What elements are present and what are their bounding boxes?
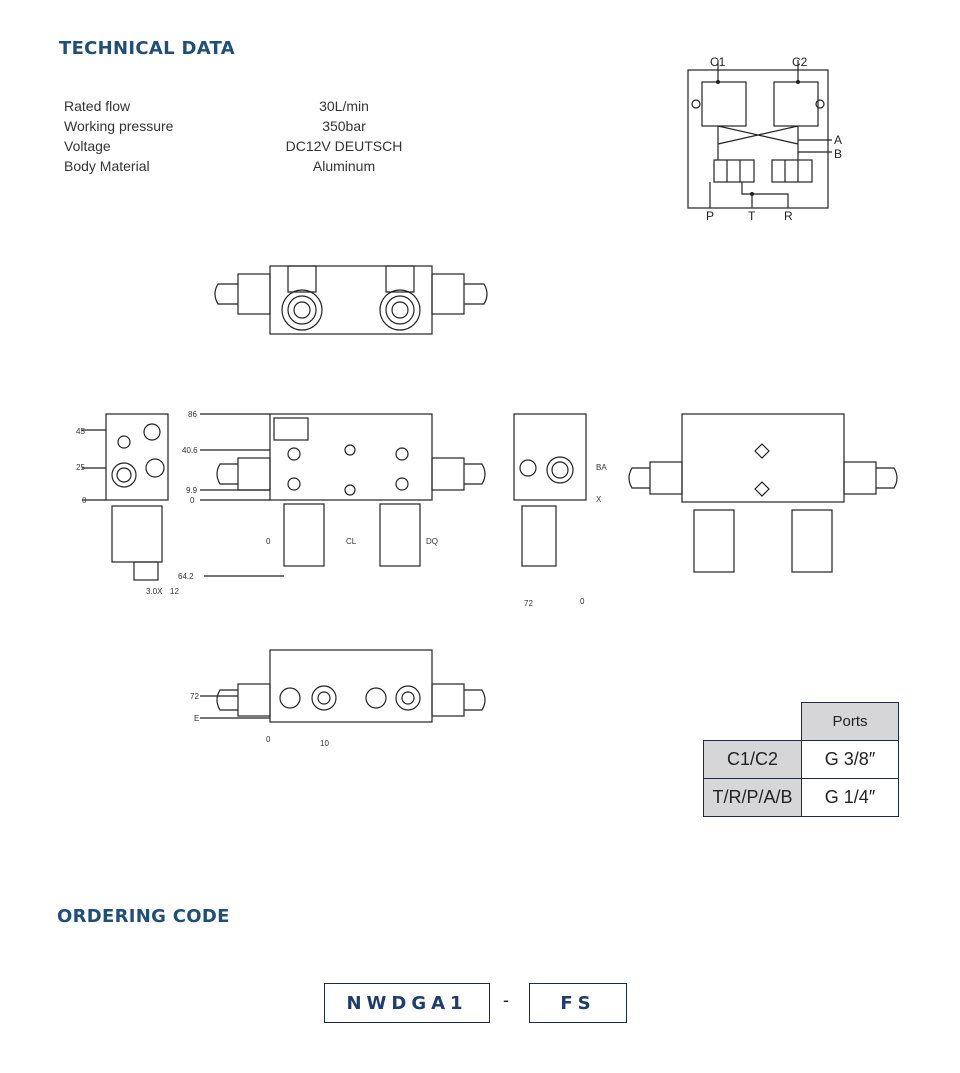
spec-row: Body Material Aluminum [64,156,414,176]
dim-label: 9.9 [186,486,198,495]
spec-label: Working pressure [64,118,174,134]
dim-label: 0 [580,597,585,606]
ports-table-corner [704,703,802,741]
dim-label: 72 [524,599,533,608]
dim-label: 10 [320,739,329,748]
ports-row-value: G 1/4″ [801,778,899,817]
spec-value: DC12V DEUTSCH [285,138,403,154]
ports-header: Ports [801,702,899,741]
spec-value: 350bar [322,118,366,134]
ports-row-label: T/R/P/A/B [703,778,802,817]
dim-label: BA [596,463,607,472]
ports-row-label: C1/C2 [703,740,802,779]
bottom-view-drawing: 72 E 0 10 [190,649,486,748]
spec-table: Rated flow 30L/min Working pressure 350bar… [64,96,414,176]
dim-label: 0 [266,735,271,744]
ordering-code-part1: NWDGA1 [324,983,490,1023]
port-c1-label: C1 [710,55,726,69]
dim-label: E [194,714,199,723]
ordering-code-heading: ORDERING CODE [57,906,230,927]
spec-value: Aluminum [312,158,376,174]
technical-data-heading: TECHNICAL DATA [59,38,235,59]
dim-label: 64.2 [178,572,194,581]
dim-label: 45 [76,427,85,436]
ports-table: Ports C1/C2 G 3/8″ T/R/P/A/B G 1/4″ [703,702,899,817]
spec-row: Rated flow 30L/min [64,96,414,116]
end-view-drawing: BA X 72 0 [513,413,607,608]
port-r-label: R [784,209,793,222]
top-view-drawing [214,265,488,335]
ordering-code-part2: FS [529,983,627,1023]
spec-row: Working pressure 350bar [64,116,414,136]
port-p-label: P [706,209,714,222]
port-c2-label: C2 [792,55,808,69]
dim-label: 25 [76,463,85,472]
dim-label: 0 [82,496,87,505]
rear-view-drawing [628,413,898,573]
dim-label: 72 [190,692,199,701]
dim-label: 0 [190,496,195,505]
dim-label: DQ [426,537,438,546]
port-a-label: A [834,133,842,147]
spec-value: 30L/min [319,98,369,114]
dim-label: 3.0X [146,587,163,596]
front-view-drawing: 86 40.6 9.9 0 64.2 0 CL DQ [178,410,486,581]
dim-label: 12 [170,587,179,596]
dim-label: X [596,495,602,504]
dim-label: 86 [188,410,197,419]
dim-label: 0 [266,537,271,546]
hydraulic-schematic: C1 C2 A B P T R [687,55,842,222]
ordering-code-separator: - [503,990,509,1010]
spec-label: Rated flow [64,98,131,114]
spec-label: Body Material [64,158,150,174]
port-t-label: T [748,209,756,222]
port-b-label: B [834,147,842,161]
spec-label: Voltage [64,138,111,154]
dim-label: CL [346,537,357,546]
spec-row: Voltage DC12V DEUTSCH [64,136,414,156]
ports-row-value: G 3/8″ [801,740,899,779]
side-view-drawing: 45 25 0 3.0X 12 [76,413,179,596]
dim-label: 40.6 [182,446,198,455]
